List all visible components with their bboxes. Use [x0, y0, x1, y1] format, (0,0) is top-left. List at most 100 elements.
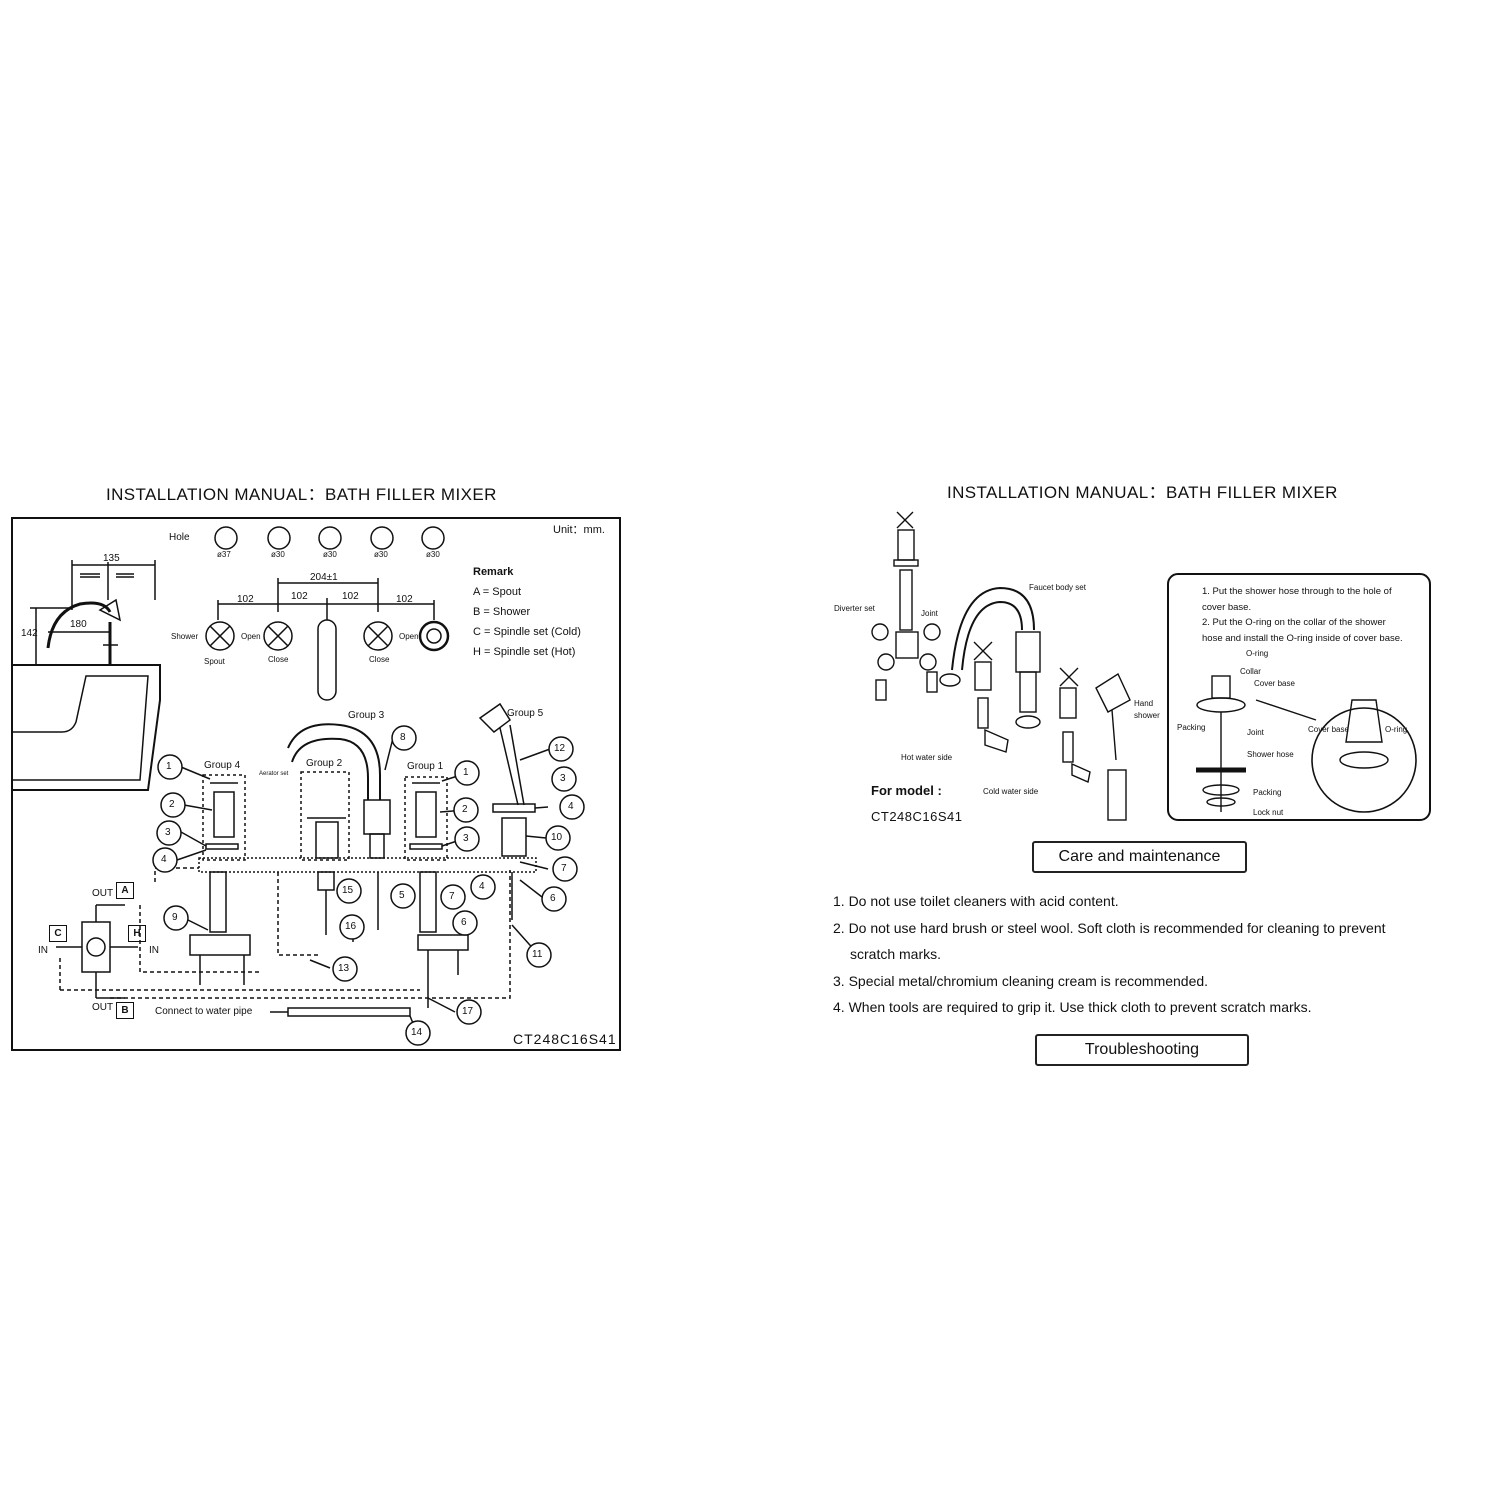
hole-size-4: ø30	[374, 550, 388, 559]
port-c-box: C	[49, 925, 67, 942]
group-4-label: Group 4	[204, 760, 241, 771]
callout-1-g1: 1	[463, 767, 469, 778]
callout-7-g5: 7	[561, 863, 567, 874]
care-item-1: 1. Do not use toilet cleaners with acid …	[833, 893, 1119, 909]
label-hot-water-side: Hot water side	[901, 753, 953, 762]
dim-102-d: 102	[396, 594, 413, 605]
label-close-2: Close	[369, 655, 390, 664]
care-item-3: 3. Special metal/chromium cleaning cream…	[833, 972, 1209, 989]
left-title: INSTALLATION MANUAL：BATH FILLER MIXER	[106, 485, 497, 504]
label-hand-shower: Hand shower	[1134, 699, 1160, 720]
dim-102-c: 102	[342, 591, 359, 602]
detail-lock-nut: Lock nut	[1253, 808, 1284, 817]
callout-17: 17	[462, 1006, 474, 1017]
dim-204: 204±1	[310, 572, 338, 583]
troubleshooting-button[interactable]: Troubleshooting	[1035, 1034, 1249, 1066]
dim-135: 135	[103, 553, 120, 564]
dim-102-b: 102	[291, 591, 308, 602]
port-out-b: OUT	[92, 1002, 114, 1013]
hole-label: Hole	[169, 532, 190, 543]
callout-10: 10	[551, 832, 563, 843]
callout-12: 12	[554, 743, 566, 754]
right-title: INSTALLATION MANUAL：BATH FILLER MIXER	[947, 483, 1338, 502]
callout-6-g5: 6	[550, 893, 556, 904]
remark-heading: Remark	[473, 566, 514, 578]
care-list: 1. Do not use toilet cleaners with acid …	[833, 888, 1386, 1021]
callout-5: 5	[399, 890, 405, 901]
detail-cover-base: Cover base	[1254, 679, 1295, 688]
label-spout: Spout	[204, 657, 225, 666]
instruction-line-1: 1. Put the shower hose through to the ho…	[1202, 586, 1392, 597]
unit-label: Unit：mm.	[553, 524, 605, 536]
label-close-1: Close	[268, 655, 289, 664]
detail-oring-2: O-ring	[1385, 725, 1408, 734]
callout-1-g4: 1	[166, 761, 172, 772]
callout-13: 13	[338, 963, 350, 974]
instruction-line-2: cover base.	[1202, 601, 1252, 613]
instruction-line-4: hose and install the O-ring inside of co…	[1202, 632, 1403, 644]
right-model-code: CT248C16S41	[871, 809, 963, 824]
port-in-h: IN	[149, 945, 159, 956]
callout-15: 15	[342, 885, 354, 896]
callout-3-g4: 3	[165, 827, 171, 838]
hole-size-1: ø37	[217, 550, 231, 559]
label-cold-water-side: Cold water side	[983, 787, 1039, 796]
callout-3-g1: 3	[463, 833, 469, 844]
dim-102-a: 102	[237, 594, 254, 605]
group-2-label: Group 2	[306, 758, 343, 769]
care-maintenance-button[interactable]: Care and maintenance	[1032, 841, 1247, 873]
detail-oring: O-ring	[1246, 649, 1269, 658]
label-open-2: Open	[399, 632, 419, 641]
group-1-label: Group 1	[407, 761, 444, 772]
detail-cover-base-2: Cover base	[1308, 725, 1349, 734]
port-in-c: IN	[38, 945, 48, 956]
care-item-2-cont: scratch marks.	[850, 946, 942, 962]
dim-180: 180	[70, 619, 87, 630]
remark-b: B = Shower	[473, 606, 531, 618]
label-open-1: Open	[241, 632, 261, 641]
callout-7-g1: 7	[449, 891, 455, 902]
port-b-box: B	[116, 1002, 134, 1019]
connect-water-pipe-label: Connect to water pipe	[155, 1006, 253, 1017]
aerator-label: Aerator set	[259, 771, 289, 777]
detail-packing: Packing	[1177, 723, 1206, 732]
callout-16: 16	[345, 921, 357, 932]
callout-4-g1: 4	[479, 881, 485, 892]
callout-2-g4: 2	[169, 799, 175, 810]
care-item-2: 2. Do not use hard brush or steel wool. …	[833, 919, 1386, 936]
callout-4-g5: 4	[568, 801, 574, 812]
hole-size-3: ø30	[323, 550, 337, 559]
port-a-box: A	[116, 882, 134, 899]
dim-142: 142	[21, 628, 38, 639]
detail-packing-2: Packing	[1253, 788, 1282, 797]
callout-9: 9	[172, 912, 178, 923]
detail-joint: Joint	[1247, 728, 1264, 737]
detail-instructions: 1. Put the shower hose through to the ho…	[1202, 584, 1403, 646]
port-h-box: H	[128, 925, 146, 942]
callout-8: 8	[400, 732, 406, 743]
detail-shower-hose: Shower hose	[1247, 750, 1294, 759]
hole-size-2: ø30	[271, 550, 285, 559]
left-model-code: CT248C16S41	[513, 1031, 617, 1047]
port-out-a: OUT	[92, 888, 114, 899]
callout-6-g1: 6	[461, 917, 467, 928]
care-item-4: 4. When tools are required to grip it. U…	[833, 999, 1312, 1015]
detail-collar: Collar	[1240, 667, 1261, 676]
instruction-line-3: 2. Put the O-ring on the collar of the s…	[1202, 617, 1386, 628]
callout-11: 11	[532, 949, 543, 960]
callout-2-g1: 2	[462, 804, 468, 815]
left-diagram-frame	[11, 517, 621, 1051]
group-5-label: Group 5	[507, 708, 544, 719]
label-faucet-body-set: Faucet body set	[1029, 583, 1086, 592]
hole-size-5: ø30	[426, 550, 440, 559]
remark-c: C = Spindle set (Cold)	[473, 626, 581, 638]
label-joint: Joint	[921, 609, 938, 618]
remark-h: H = Spindle set (Hot)	[473, 646, 576, 658]
for-model-label: For model :	[871, 783, 942, 798]
callout-4-g4: 4	[161, 854, 167, 865]
callout-14: 14	[411, 1027, 423, 1038]
remark-a: A = Spout	[473, 586, 522, 598]
group-3-label: Group 3	[348, 710, 385, 721]
